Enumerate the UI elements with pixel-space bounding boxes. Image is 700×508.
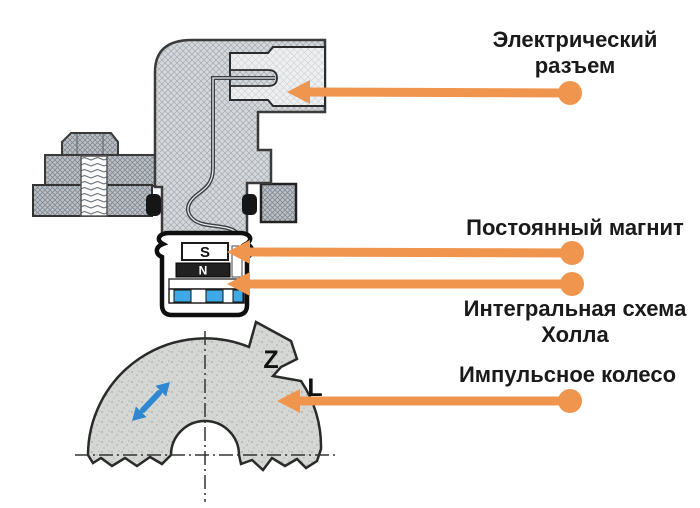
arrowhead-wheel <box>277 389 300 413</box>
label-permanent-magnet: Постоянный магнит <box>466 215 684 240</box>
magnet-s-label: S <box>200 244 210 261</box>
rotation-arrow <box>132 382 170 421</box>
label-pulse-wheel: Импульсное колесо <box>458 362 677 387</box>
arrowhead-magnet <box>227 240 250 264</box>
hall-ic-cells <box>168 288 245 304</box>
tip-inner-channel <box>231 245 243 278</box>
bolt-hex-head <box>61 132 119 158</box>
bolt-threads <box>80 155 108 217</box>
wheel-mark-z: Z <box>263 346 278 374</box>
bolt-head-facets <box>76 134 104 156</box>
wheel-mark-l: L <box>307 374 322 402</box>
callout-dot-magnet <box>560 241 584 265</box>
right-mount-plate <box>259 182 298 224</box>
label-hall-ic-line1: Интегральная схема <box>463 296 687 321</box>
pulse-wheel-group: Z L <box>75 320 338 502</box>
arrowhead-connector <box>287 80 310 104</box>
label-hall-ic: Интегральная схема Холла <box>430 296 700 348</box>
right-seal-ring <box>242 194 257 215</box>
label-electrical-connector: Электрический разъем <box>435 27 700 79</box>
left-seal-ring <box>146 194 161 216</box>
callout-magnet <box>227 240 584 265</box>
callout-dot-hall-ic <box>560 272 584 296</box>
sensor-tip: S N <box>154 230 255 318</box>
label-electrical-connector-line2: разъем <box>534 53 616 78</box>
magnet-n-label: N <box>199 264 208 278</box>
callout-arrows <box>227 80 584 413</box>
callout-hall-ic <box>227 272 584 296</box>
callout-wheel <box>277 389 582 413</box>
arrowhead-hall-ic <box>227 272 250 296</box>
label-hall-ic-line2: Холла <box>541 322 609 347</box>
callout-dot-connector <box>558 81 582 105</box>
callout-connector <box>287 80 582 105</box>
pulse-wheel <box>86 320 323 472</box>
label-electrical-connector-line1: Электрический <box>492 27 658 52</box>
callout-dot-wheel <box>558 389 582 413</box>
center-lines <box>75 331 338 502</box>
magnet-n-box <box>175 262 231 278</box>
